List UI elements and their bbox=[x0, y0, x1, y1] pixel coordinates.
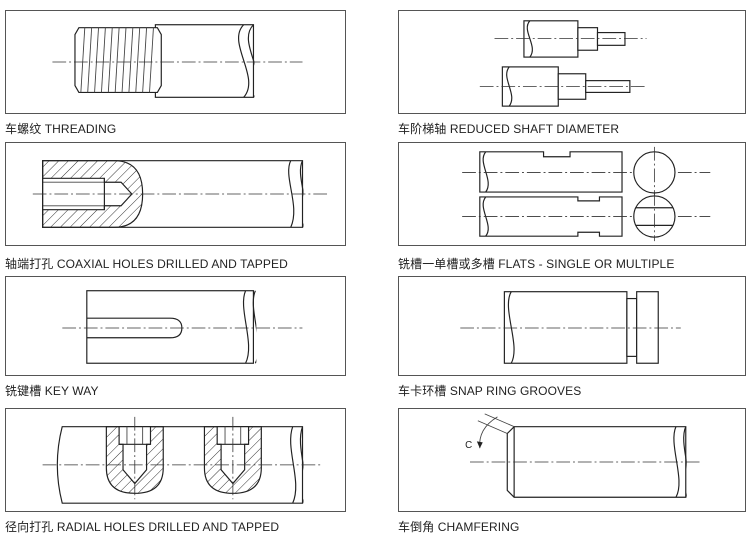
coaxial-holes-panel bbox=[5, 142, 346, 246]
flats-panel bbox=[398, 142, 746, 246]
coaxial-holes-drawing bbox=[32, 159, 342, 231]
chamfering-panel: C bbox=[398, 408, 746, 512]
radial-holes-panel bbox=[5, 408, 346, 512]
key-way-drawing bbox=[62, 289, 303, 367]
reduced-shaft-panel bbox=[398, 10, 746, 114]
threading-drawing bbox=[52, 23, 303, 101]
chamfering-drawing: C bbox=[465, 413, 736, 501]
radial-holes-caption: 径向打孔 RADIAL HOLES DRILLED AND TAPPED bbox=[5, 520, 280, 534]
coaxial-holes-caption: 轴端打孔 COAXIAL HOLES DRILLED AND TAPPED bbox=[5, 257, 288, 271]
threading-caption: 车螺纹 THREADING bbox=[5, 122, 117, 136]
flats-caption: 铣槽一单槽或多槽 FLATS - SINGLE OR MULTIPLE bbox=[398, 257, 675, 271]
chamfering-caption: 车倒角 CHAMFERING bbox=[398, 520, 520, 534]
snap-ring-panel bbox=[398, 276, 746, 376]
threading-panel bbox=[5, 10, 346, 114]
chamfer-label: C bbox=[465, 440, 472, 451]
flats-drawing bbox=[462, 146, 711, 242]
snap-ring-drawing bbox=[460, 291, 681, 364]
reduced-shaft-caption: 车阶梯轴 REDUCED SHAFT DIAMETER bbox=[398, 122, 620, 136]
reduced-shaft-drawing bbox=[479, 20, 647, 107]
radial-holes-drawing bbox=[42, 416, 342, 507]
key-way-panel bbox=[5, 276, 346, 376]
key-way-caption: 铣键槽 KEY WAY bbox=[5, 384, 99, 398]
snap-ring-caption: 车卡环槽 SNAP RING GROOVES bbox=[398, 384, 582, 398]
